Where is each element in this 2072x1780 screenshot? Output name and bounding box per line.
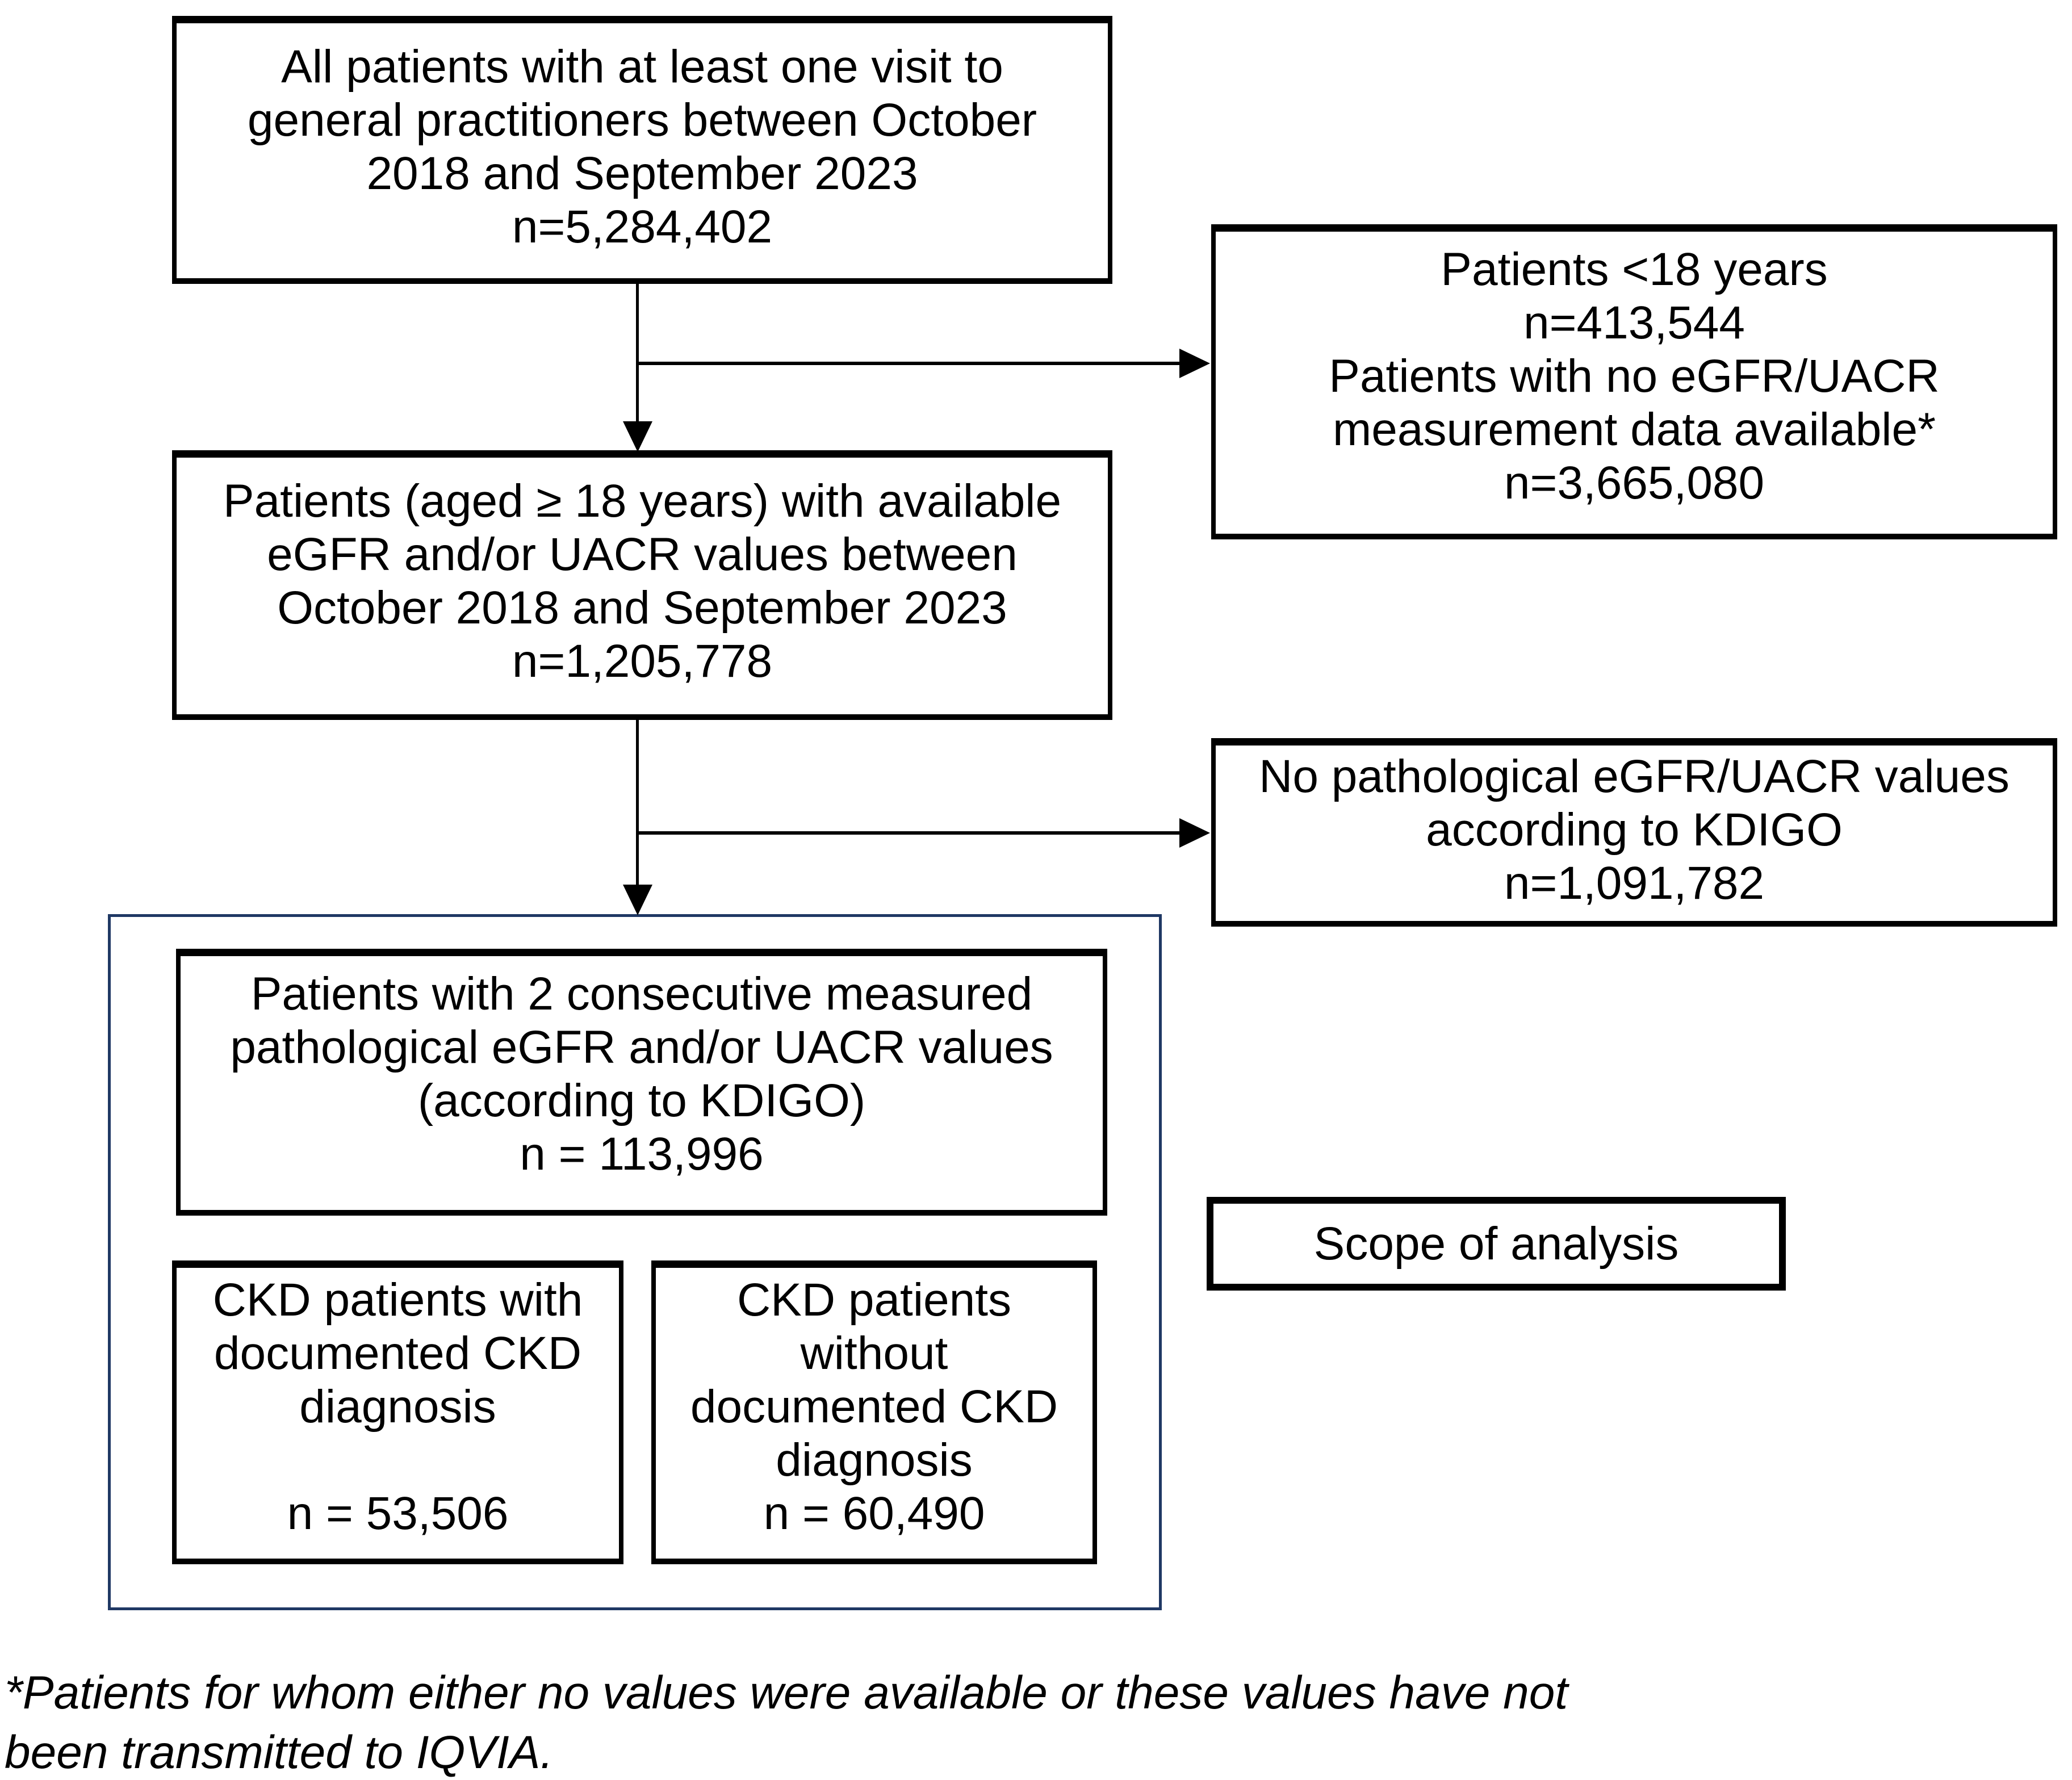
box-excluded-under18-text: Patients <18 years n=413,544 Patients wi…	[1329, 244, 1940, 509]
box-ckd-with-documented-diagnosis-text: CKD patients with documented CKD diagnos…	[212, 1274, 583, 1539]
box-ckd-without-documented-diagnosis: CKD patients without documented CKD diag…	[651, 1260, 1097, 1564]
box-ckd-with-documented-diagnosis: CKD patients with documented CKD diagnos…	[172, 1260, 623, 1564]
scope-of-analysis-frame	[108, 914, 1162, 1610]
box-scope-of-analysis-label: Scope of analysis	[1207, 1197, 1786, 1291]
box-two-consecutive-pathological-text: Patients with 2 consecutive measured pat…	[230, 968, 1053, 1180]
footnote: *Patients for whom either no values were…	[5, 1667, 1568, 1778]
arrowhead-right-to-no-patho-icon	[1179, 818, 1210, 848]
connector-branch-to-under18	[637, 362, 1181, 365]
box-ckd-without-documented-diagnosis-text: CKD patients without documented CKD diag…	[690, 1274, 1058, 1539]
box-adults-with-values: Patients (aged ≥ 18 years) with availabl…	[172, 450, 1112, 720]
box-all-patients-text: All patients with at least one visit to …	[247, 41, 1037, 253]
arrowhead-down-to-scope-icon	[623, 885, 652, 915]
connector-line-adults-to-scope	[636, 720, 639, 886]
box-two-consecutive-pathological: Patients with 2 consecutive measured pat…	[176, 949, 1107, 1216]
box-no-pathological-values-text: No pathological eGFR/UACR values accordi…	[1259, 751, 2010, 909]
box-no-pathological-values: No pathological eGFR/UACR values accordi…	[1211, 738, 2057, 927]
connector-line-top-to-adults	[636, 284, 639, 425]
arrowhead-down-to-adults-icon	[623, 421, 652, 452]
scope-of-analysis-label-text: Scope of analysis	[1313, 1217, 1679, 1270]
arrowhead-right-to-under18-icon	[1179, 349, 1210, 378]
box-all-patients: All patients with at least one visit to …	[172, 16, 1112, 284]
box-adults-with-values-text: Patients (aged ≥ 18 years) with availabl…	[223, 475, 1062, 687]
box-excluded-under18-no-measurement: Patients <18 years n=413,544 Patients wi…	[1211, 224, 2057, 539]
connector-branch-to-no-patho	[637, 831, 1181, 835]
